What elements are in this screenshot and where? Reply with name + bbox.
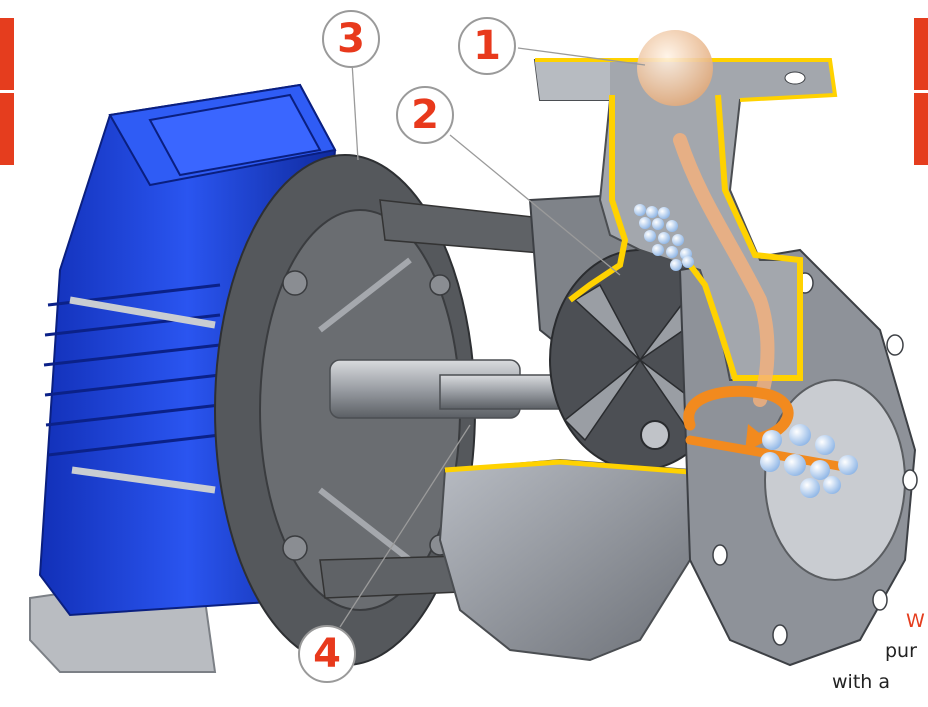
callout-2[interactable]: 2 [396, 86, 454, 144]
callout-2-label: 2 [411, 92, 439, 138]
caption-line-1: W [906, 610, 925, 632]
left-accent-tab-upper [0, 18, 14, 90]
right-accent-tab-lower [914, 93, 928, 165]
caption-line-3: with a [832, 671, 890, 693]
callout-3[interactable]: 3 [322, 10, 380, 68]
callout-4[interactable]: 4 [298, 625, 356, 683]
callout-1[interactable]: 1 [458, 17, 516, 75]
left-accent-tab-lower [0, 93, 14, 165]
callout-3-label: 3 [337, 16, 365, 62]
caption-line-2: pur [885, 640, 917, 662]
callout-4-label: 4 [313, 631, 341, 677]
callout-1-label: 1 [473, 23, 501, 69]
right-accent-tab-upper [914, 18, 928, 90]
